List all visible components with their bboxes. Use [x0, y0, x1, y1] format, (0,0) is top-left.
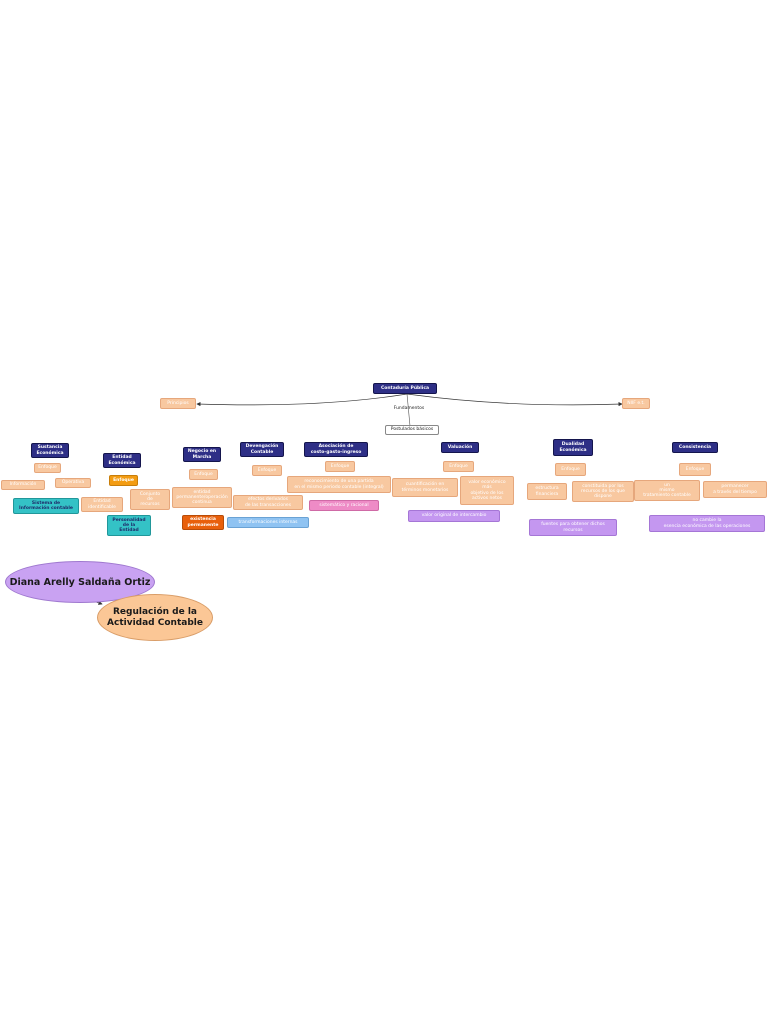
link-root-principios — [196, 393, 408, 407]
devengacion-enfoque[interactable]: Enfoque — [252, 465, 282, 476]
negocio-permanente[interactable]: entidad permanente/operación continua — [172, 487, 232, 508]
asociacion-enfoque[interactable]: Enfoque — [325, 461, 355, 472]
consistencia-no-cambie[interactable]: no cambie la esencia económica de las op… — [649, 515, 765, 532]
consistencia-permanecer[interactable]: permanecer a través del tiempo — [703, 481, 767, 498]
sustancia-informacion[interactable]: Información — [1, 480, 45, 490]
consistencia-title[interactable]: Consistencia — [672, 442, 718, 453]
devengacion-title[interactable]: Devengación Contable — [240, 442, 284, 457]
devengacion-efectos[interactable]: efectos derivados de las transacciones — [233, 495, 303, 510]
asociacion-reconocimiento[interactable]: reconocimiento de una partida en el mism… — [287, 476, 391, 493]
valuacion-cuantificacion[interactable]: cuantificación en términos monetarios — [392, 478, 458, 497]
consistencia-mismo[interactable]: un mismo tratamiento contable — [634, 480, 700, 501]
entidad-title[interactable]: Entidad Económica — [103, 453, 141, 468]
negocio-title[interactable]: Negocio en Marcha — [183, 447, 221, 462]
sustancia-enfoque[interactable]: Enfoque — [34, 463, 61, 473]
dualidad-constituida[interactable]: constituida por los recursos de los que … — [572, 481, 634, 502]
valuacion-title[interactable]: Valuación — [441, 442, 479, 453]
root-node[interactable]: Contaduría Pública — [373, 383, 437, 394]
consistencia-enfoque[interactable]: Enfoque — [679, 463, 711, 476]
principios-node[interactable]: Principios — [160, 398, 196, 409]
sustancia-title[interactable]: Sustancia Económica — [31, 443, 69, 458]
valuacion-valor-original[interactable]: valor original de intercambio — [408, 510, 500, 522]
entidad-identificable[interactable]: Entidad identificable — [81, 497, 123, 512]
dualidad-title[interactable]: Dualidad Económica — [553, 439, 593, 456]
valuacion-valor-economico[interactable]: valor económico más objetivo de los acti… — [460, 476, 514, 505]
fundamentos-label: Fundamentos — [393, 405, 425, 411]
negocio-enfoque[interactable]: Enfoque — [189, 469, 218, 480]
asociacion-title[interactable]: Asociación de costo-gasto-ingreso — [304, 442, 368, 457]
dualidad-estructura[interactable]: estructura financiera — [527, 483, 567, 500]
devengacion-transformaciones[interactable]: transformaciones internas — [227, 517, 309, 528]
sustancia-operativa[interactable]: Operativa — [55, 478, 91, 488]
entidad-conjunto[interactable]: Conjunto de recursos — [130, 489, 170, 510]
entidad-enfoque[interactable]: Enfoque — [109, 475, 138, 486]
dualidad-fuentes[interactable]: fuentes para obtener dichos recursos — [529, 519, 617, 536]
topic-bubble: Regulación de la Actividad Contable — [97, 594, 213, 641]
valuacion-enfoque[interactable]: Enfoque — [443, 461, 474, 472]
postulados-node[interactable]: Postulados básicos — [385, 425, 439, 435]
link-root-niif — [406, 393, 623, 407]
niif-node[interactable]: NIIF e.t. — [622, 398, 650, 409]
asociacion-sistematico[interactable]: sistemático y racional — [309, 500, 379, 511]
negocio-existencia[interactable]: existencia permanente — [182, 515, 224, 530]
entidad-personalidad[interactable]: Personalidad de la Entidad — [107, 515, 151, 536]
author-bubble: Diana Arelly Saldaña Ortiz — [5, 561, 155, 603]
dualidad-enfoque[interactable]: Enfoque — [555, 463, 586, 476]
sustancia-sistema[interactable]: Sistema de Información contable — [13, 498, 79, 514]
